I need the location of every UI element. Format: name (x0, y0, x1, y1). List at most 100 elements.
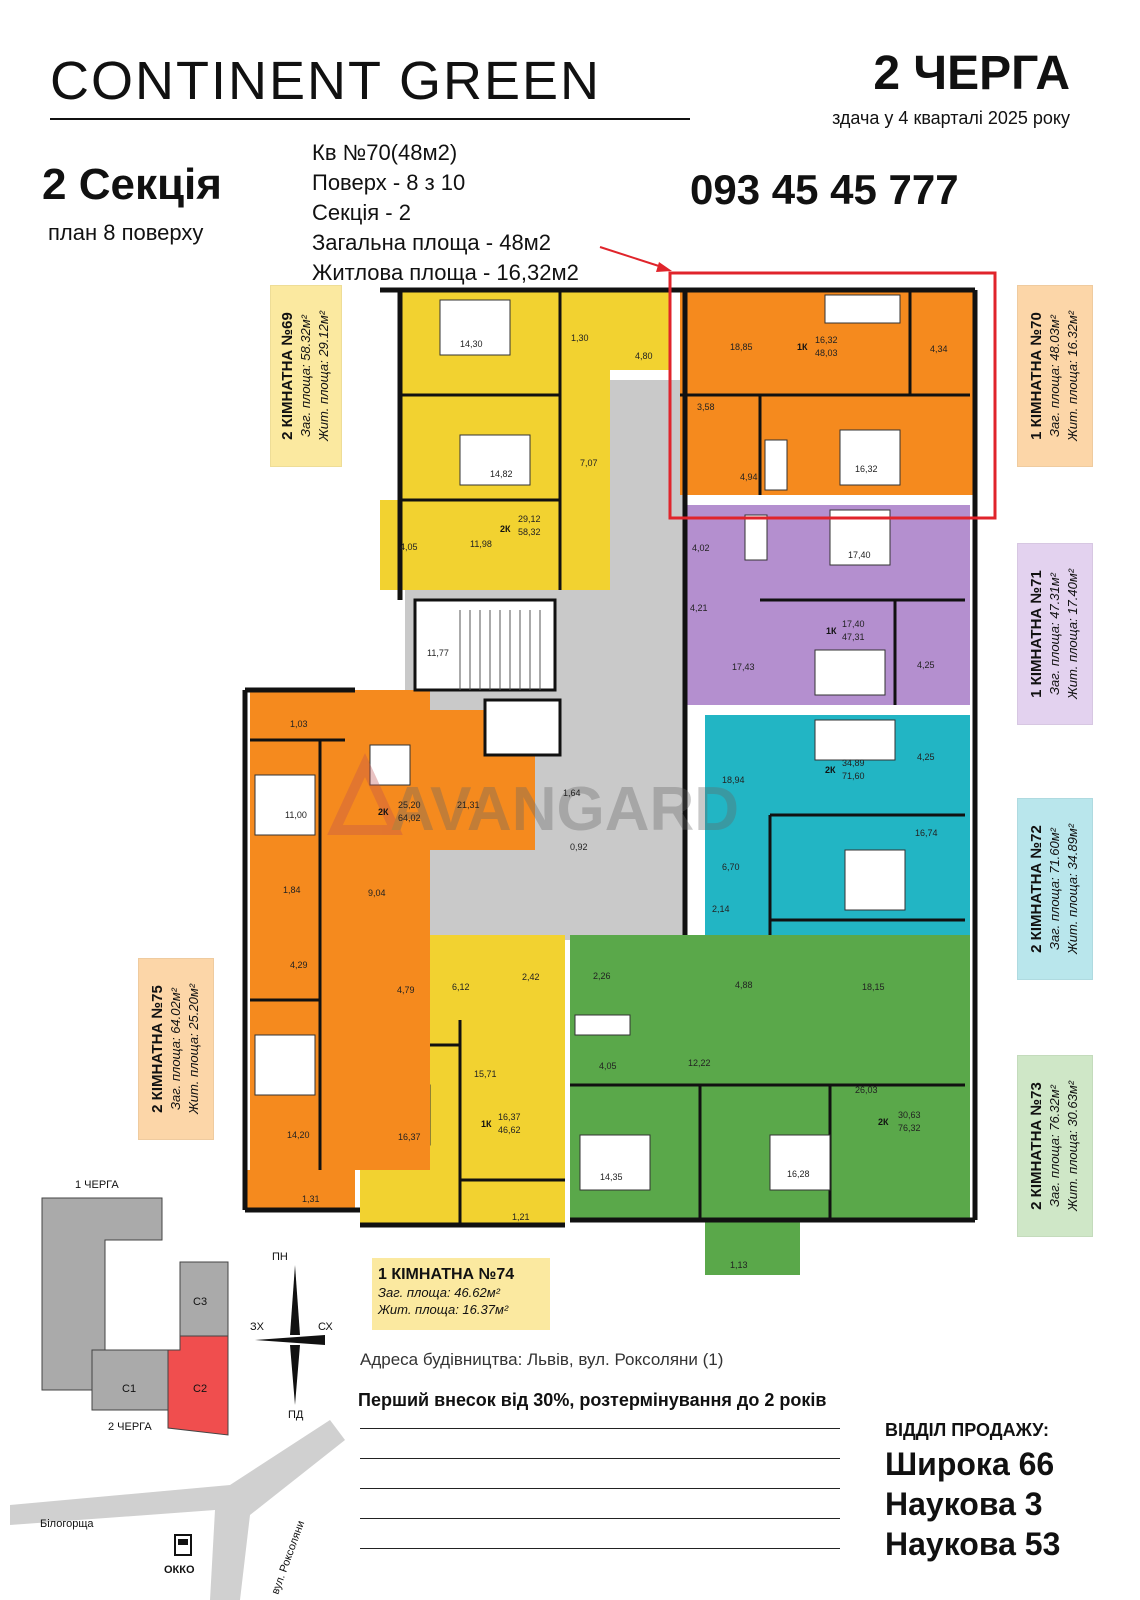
room-label: 4,21 (690, 603, 708, 613)
write-line (360, 1458, 840, 1459)
room-label: 14,82 (490, 469, 513, 479)
room-label: 48,03 (815, 348, 838, 358)
room-label: 26,03 (855, 1085, 878, 1095)
room-label: 1К (797, 342, 808, 352)
room-label: 11,98 (470, 539, 492, 549)
room-label: 0,92 (570, 842, 588, 852)
construction-address: Адреса будівництва: Львів, вул. Роксолян… (360, 1350, 724, 1369)
apartment-75[interactable] (245, 690, 535, 1210)
room-label: 16,74 (915, 828, 938, 838)
room-label: 4,79 (397, 985, 415, 995)
room-label: 4,29 (290, 960, 308, 970)
write-line (360, 1488, 840, 1489)
site-queue2: 2 ЧЕРГА (108, 1421, 152, 1433)
site-c3: C3 (193, 1296, 207, 1308)
room-label: 9,04 (368, 888, 386, 898)
room-label: 17,40 (848, 550, 871, 560)
queue-title: 2 ЧЕРГА (873, 47, 1070, 100)
queue-subtitle: здача у 4 кварталі 2025 року (832, 108, 1070, 128)
road (10, 1420, 345, 1600)
room-label: 4,25 (917, 660, 935, 670)
room-labels: 14,30 1,30 4,80 14,82 7,07 4,05 11,98 2К… (283, 333, 948, 1270)
room-label: 1,21 (512, 1212, 530, 1222)
room-label: 2,42 (522, 972, 540, 982)
room-label: 16,32 (815, 335, 838, 345)
room-label: 2К (378, 807, 389, 817)
stairwell (413, 598, 562, 757)
room-label: 4,05 (400, 542, 418, 552)
highlight-frame (668, 271, 997, 520)
section-title: 2 Секція (42, 160, 222, 209)
watermark: AVANGARD (327, 753, 739, 844)
room-label: 3,58 (697, 402, 715, 412)
room-label: 1,30 (571, 333, 589, 343)
watermark-text: AVANGARD (390, 775, 739, 844)
write-line (360, 1548, 840, 1549)
room-label: 21,31 (457, 800, 480, 810)
info-line: Житлова площа - 16,32м2 (312, 260, 579, 285)
outer-walls (242, 287, 978, 1228)
info-line: Кв №70(48м2) (312, 140, 458, 165)
room-label: 14,30 (460, 339, 483, 349)
room-label: 2,26 (593, 971, 611, 981)
room-label: 18,15 (862, 982, 885, 992)
label-apartment-74: 1 КІМНАТНА №74 Заг. площа: 46.62м² Жит. … (372, 1258, 550, 1330)
compass-west: ЗХ (250, 1321, 265, 1333)
room-label: 1К (826, 626, 837, 636)
room-label: 16,37 (398, 1132, 421, 1142)
site-map: 1 ЧЕРГА 2 ЧЕРГА C1 C2 C3 ПН ПД ЗХ СХ Біл… (10, 1179, 345, 1600)
apartment-70[interactable] (680, 290, 975, 495)
room-label: 25,20 (398, 800, 421, 810)
room-label: 1,13 (730, 1260, 748, 1270)
room-label: 4,02 (692, 543, 710, 553)
street-roksoliany: вул. Роксоляни (270, 1519, 308, 1596)
room-label: 11,77 (427, 648, 449, 658)
brand-logo: CONTINENT GREEN (50, 51, 602, 111)
compass-north: ПН (272, 1251, 288, 1263)
sales-office: Наукова 53 (885, 1526, 1061, 1562)
room-label: 1,03 (290, 719, 308, 729)
site-queue1: 1 ЧЕРГА (75, 1179, 119, 1191)
write-line (360, 1428, 840, 1429)
room-label: 1,31 (302, 1194, 320, 1204)
apartment-69[interactable] (380, 290, 670, 590)
room-label: 76,32 (898, 1123, 921, 1133)
street-bilohorshcha: Білогорща (40, 1518, 94, 1530)
room-label: 18,85 (730, 342, 753, 352)
fuel-station-icon (174, 1534, 192, 1556)
sales-office: Наукова 3 (885, 1486, 1043, 1522)
down-payment-terms: Перший внесок від 30%, розтермінування д… (358, 1390, 827, 1410)
room-label: 2К (878, 1117, 889, 1127)
room-label: 4,94 (740, 472, 758, 482)
room-label: 71,60 (842, 771, 865, 781)
room-label: 1К (481, 1119, 492, 1129)
room-label: 16,37 (498, 1112, 521, 1122)
compass-south: ПД (288, 1409, 304, 1421)
room-label: 17,40 (842, 619, 865, 629)
room-label: 14,35 (600, 1172, 623, 1182)
room-label: 15,71 (474, 1069, 497, 1079)
room-label: 46,62 (498, 1125, 521, 1135)
room-label: 6,12 (452, 982, 470, 992)
room-label: 30,63 (898, 1110, 921, 1120)
info-line: Секція - 2 (312, 200, 411, 225)
info-line: Загальна площа - 48м2 (312, 230, 552, 255)
compass-east: СХ (318, 1321, 333, 1333)
room-label: 12,22 (688, 1058, 711, 1068)
room-label: 7,07 (580, 458, 598, 468)
room-label: 58,32 (518, 527, 541, 537)
pointer-arrow (599, 246, 672, 272)
apartment-73[interactable] (570, 935, 970, 1275)
room-label: 2К (825, 765, 836, 775)
sales-title: ВІДДІЛ ПРОДАЖУ: (885, 1420, 1050, 1440)
write-line (360, 1518, 840, 1519)
apartment-71[interactable] (685, 505, 970, 705)
room-label: 29,12 (518, 514, 541, 524)
room-label: 34,89 (842, 758, 865, 768)
